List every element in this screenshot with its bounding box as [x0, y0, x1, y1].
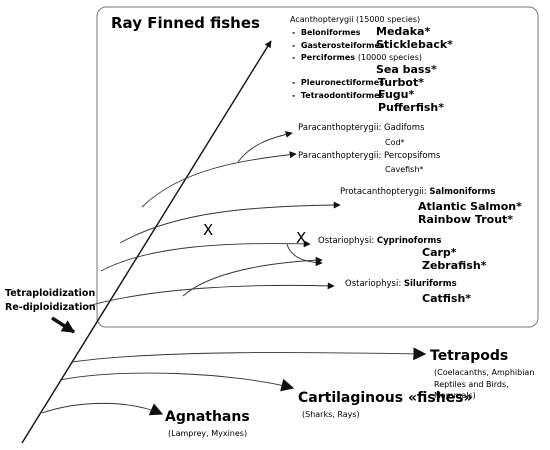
- acanth-row-gasterosteiformes: - Gasterosteiformes: [292, 42, 385, 50]
- order-label: Cyprinoforms: [376, 236, 442, 246]
- clade-label: Paracanthopterygii:: [298, 151, 382, 161]
- tetrapods-note: (Coelacanths, Amphibian Reptiles and Bir…: [434, 367, 534, 402]
- event-pointer-arrow: [51, 316, 76, 334]
- ostario-cyprino-label: Ostariophysi: Cyprinoforms: [318, 237, 441, 246]
- row-bullet: -: [292, 78, 296, 87]
- tetrapods-note-line: Reptiles and Birds,: [434, 379, 509, 389]
- clade-label: Ostariophysi:: [345, 279, 402, 289]
- species-cavefish: Cavefish*: [385, 165, 424, 174]
- clade-agnathans: Agnathans: [165, 409, 250, 425]
- row-bullet: -: [292, 28, 296, 37]
- row-bullet: -: [292, 53, 296, 62]
- acanth-row-pleuronectiformes: - Pleuronectiformes: [292, 79, 384, 87]
- branch-cod: [237, 130, 293, 163]
- order-label: Salmoniforms: [429, 187, 496, 197]
- branch-protacanth: [119, 201, 341, 244]
- loss-marker: X: [203, 221, 214, 239]
- order-label: Gasterosteiformes: [300, 41, 385, 50]
- species-zebrafish: Zebrafish*: [422, 259, 487, 272]
- acanth-row-tetraodontiformes: - Tetraodontiformes: [292, 92, 384, 100]
- order-label: Perciformes: [300, 53, 356, 62]
- agnathans-note: (Lamprey, Myxines): [168, 429, 248, 438]
- species-turbot: Turbot*: [378, 76, 424, 89]
- order-suffix: (10000 species): [357, 53, 422, 62]
- tetrapods-note-line: (Coelacanths, Amphibian: [434, 368, 535, 377]
- species-atlantic-salmon: Atlantic Salmon*: [418, 200, 522, 213]
- branch-siluri: [87, 282, 335, 307]
- paracanth-gadiform-label: Paracanthopterygii: Gadifoms: [298, 124, 424, 133]
- species-pufferfish: Pufferfish*: [378, 101, 444, 114]
- event-label-tetraploidization: Tetraploidization: [5, 288, 96, 299]
- species-sea-bass: Sea bass*: [376, 63, 437, 76]
- row-bullet: -: [292, 91, 296, 100]
- order-label: Beloniformes: [300, 28, 361, 37]
- species-catfish: Catfish*: [422, 292, 472, 305]
- branch-paracanth: [141, 151, 297, 208]
- box-title: Ray Finned fishes: [111, 14, 260, 32]
- order-label: Tetraodontiformes: [300, 91, 385, 100]
- event-label-rediploidization: Re-diploidization: [5, 302, 96, 313]
- order-label: Percopsifoms: [384, 151, 441, 161]
- row-bullet: -: [292, 41, 296, 50]
- acanth-row-beloniformes: - Beloniformes: [292, 29, 361, 37]
- loss-marker: X: [296, 229, 307, 247]
- branch-cartilaginous: [59, 372, 295, 392]
- clade-cartilaginous: Cartilaginous «fishes»: [298, 390, 473, 406]
- branch-tetrapods: [71, 347, 427, 363]
- acanth-header: Acanthopterygii (15000 species): [290, 15, 421, 24]
- main-trunk: [21, 40, 272, 444]
- species-stickleback: Stickleback*: [376, 38, 453, 51]
- branch-agnathans: [41, 402, 164, 416]
- order-label: Pleuronectiformes: [300, 78, 384, 87]
- species-cod: Cod*: [385, 138, 405, 147]
- species-fugu: Fugu*: [378, 88, 415, 101]
- tetrapods-note-line: Mammals): [434, 391, 476, 401]
- cartilaginous-note: (Sharks, Rays): [302, 410, 360, 419]
- clade-label: Protacanthopterygii:: [340, 187, 427, 197]
- species-carp: Carp*: [422, 246, 457, 259]
- branch-ostario: [100, 240, 311, 272]
- protacanth-label: Protacanthopterygii: Salmoniforms: [340, 188, 495, 197]
- paracanth-percopsiform-label: Paracanthopterygii: Percopsifoms: [298, 152, 440, 161]
- ray-finned-box: [96, 6, 539, 328]
- branch-cyprino: [182, 256, 323, 297]
- clade-tetrapods: Tetrapods: [430, 348, 509, 364]
- species-medaka: Medaka*: [376, 25, 431, 38]
- clade-label: Paracanthopterygii:: [298, 123, 382, 133]
- order-label: Siluriforms: [403, 279, 457, 289]
- acanth-row-perciformes: - Perciformes (10000 species): [292, 54, 422, 62]
- ostario-siluri-label: Ostariophysi: Siluriforms: [345, 280, 457, 289]
- species-rainbow-trout: Rainbow Trout*: [418, 213, 514, 226]
- branch-zebrafish: [286, 243, 323, 267]
- clade-label: Ostariophysi:: [318, 236, 375, 246]
- order-label: Gadifoms: [384, 123, 425, 133]
